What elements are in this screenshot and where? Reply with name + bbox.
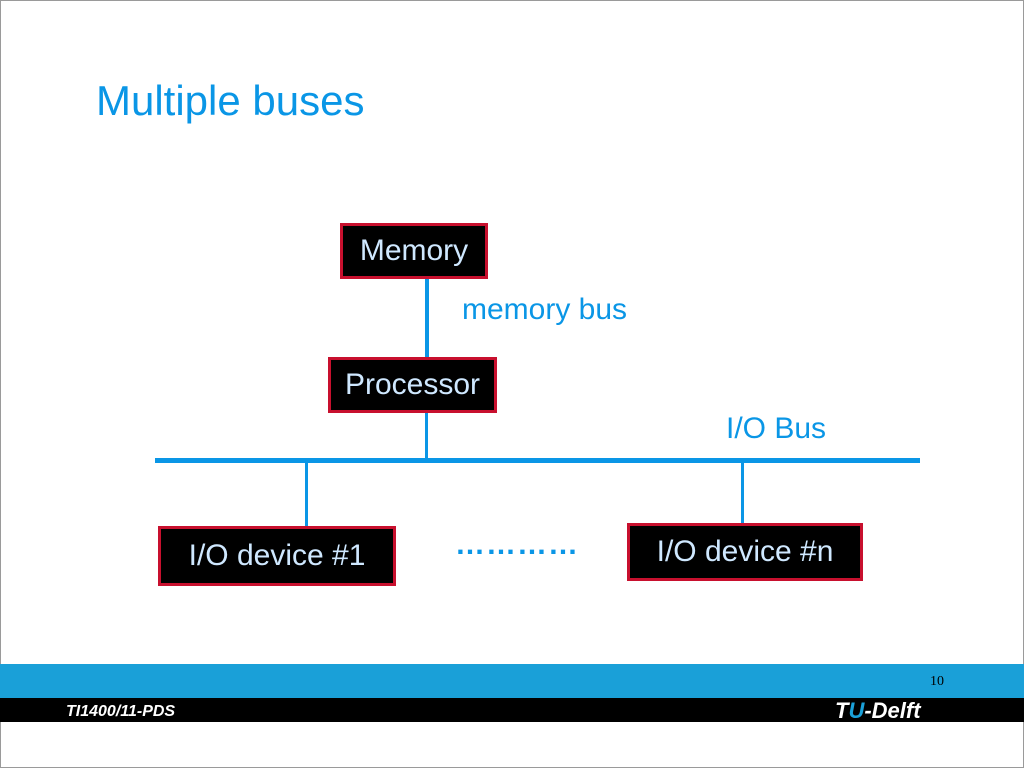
logo-u: U: [848, 698, 865, 723]
course-code: TI1400/11-PDS: [66, 703, 176, 720]
processor-io-connector: [425, 413, 428, 460]
page-number: 10: [930, 674, 944, 689]
footer-band: [0, 664, 1024, 698]
io-device-1-box: I/O device #1: [158, 526, 396, 586]
logo-t: T: [835, 698, 849, 723]
memory-bus-label: memory bus: [462, 293, 628, 326]
slide-title: Multiple buses: [96, 77, 365, 124]
memory-bus-line: [425, 279, 429, 357]
footer-bar: [0, 698, 1024, 722]
processor-label: Processor: [344, 368, 481, 401]
memory-box: Memory: [340, 223, 488, 279]
io-device-1-connector: [305, 463, 308, 526]
tu-delft-logo: TU-Delft: [835, 700, 921, 722]
io-device-n-label: I/O device #n: [656, 535, 834, 568]
io-bus-label: I/O Bus: [726, 412, 827, 445]
io-device-n-box: I/O device #n: [627, 523, 863, 581]
io-bus-line: [155, 458, 920, 463]
io-device-1-label: I/O device #1: [188, 539, 366, 572]
logo-delft: -Delft: [864, 698, 921, 723]
ellipsis-dots: …………: [455, 528, 579, 561]
io-device-n-connector: [741, 463, 744, 523]
processor-box: Processor: [328, 357, 497, 413]
memory-label: Memory: [359, 234, 469, 267]
